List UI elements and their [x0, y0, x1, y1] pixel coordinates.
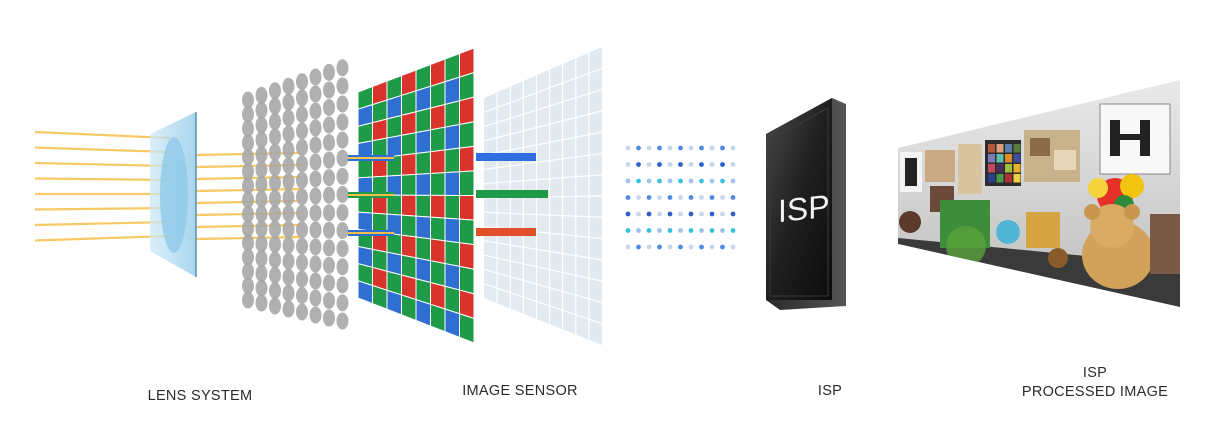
lens-icon	[150, 112, 197, 277]
processed-photo-icon	[898, 80, 1180, 307]
signal-bars	[476, 153, 548, 236]
isp-chip-icon: ISP	[766, 98, 846, 310]
label-processed-line1: ISP	[1082, 365, 1108, 381]
label-processed-line2: PROCESSED IMAGE	[1021, 384, 1169, 400]
pixel-data-dots	[625, 145, 736, 250]
filtered-light-bars	[348, 155, 394, 236]
label-processed-image: ISP PROCESSED IMAGE	[990, 364, 1200, 402]
label-image-sensor: IMAGE SENSOR	[462, 383, 578, 399]
microlens-array-icon	[242, 59, 349, 330]
label-lens-system: LENS SYSTEM	[147, 388, 253, 404]
chip-text: ISP	[778, 188, 830, 229]
label-isp: ISP	[817, 383, 843, 399]
bayer-filter-icon	[357, 47, 475, 344]
